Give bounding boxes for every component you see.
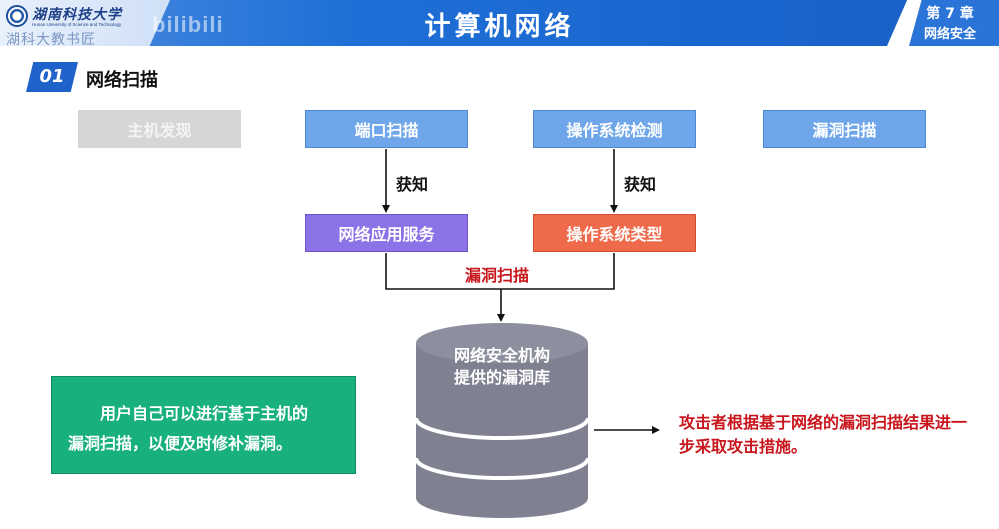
vulnerability-scan-box: 漏洞扫描 [763,110,926,148]
database-cylinder-icon [414,323,590,518]
chapter-number: 第 7 章 [926,6,974,22]
host-based-scan-note: 用户自己可以进行基于主机的 漏洞扫描，以便及时修补漏洞。 [51,376,356,474]
bilibili-watermark: bilibili [152,12,224,37]
section-number-badge: 01 [26,62,78,92]
university-name: 湖南科技大学 [32,7,122,23]
host-note-line1: 用户自己可以进行基于主机的 [100,404,309,423]
merge-vulnerability-scan-label: 漏洞扫描 [465,266,530,285]
network-app-service-box: 网络应用服务 [305,214,468,252]
university-logo-panel: 湖南科技大学 Hunan University of Science and T… [0,0,170,46]
acquire-label-right: 获知 [624,175,657,194]
section-title: 网络扫描 [86,70,158,91]
os-detection-box: 操作系统检测 [533,110,696,148]
host-note-line2: 漏洞扫描，以便及时修补漏洞。 [68,434,293,453]
database-label-line2: 提供的漏洞库 [453,368,550,387]
university-emblem-icon [6,5,28,27]
host-discovery-box: 主机发现 [78,110,241,148]
port-scan-box: 端口扫描 [305,110,468,148]
chapter-panel [909,0,999,46]
watermark-studio: 湖科大教书匠 [6,31,96,47]
merge-line [385,253,615,290]
university-english-name: Hunan University of Science and Technolo… [32,22,122,27]
os-type-box: 操作系统类型 [533,214,696,252]
database-label-line1: 网络安全机构 [453,346,550,365]
course-title: 计算机网络 [424,12,575,42]
chapter-name: 网络安全 [923,27,976,42]
attacker-note: 攻击者根据基于网络的漏洞扫描结果进一步采取攻击措施。 [679,413,968,456]
acquire-label-left: 获知 [396,175,429,194]
database-label: 网络安全机构 提供的漏洞库 [416,345,588,389]
